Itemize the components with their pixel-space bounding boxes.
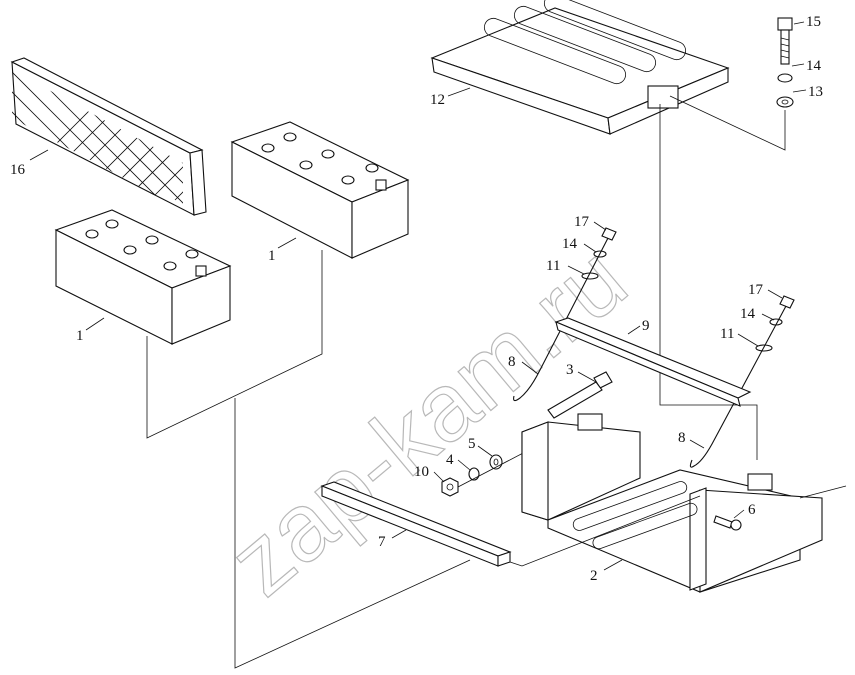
callout-10: 10 xyxy=(414,464,429,480)
part-14-lock-washer-top xyxy=(777,73,793,83)
part-12-cover xyxy=(430,0,730,135)
hold-down-rod-right xyxy=(689,295,795,468)
callout-13: 13 xyxy=(808,84,823,100)
part-7-cross-bar xyxy=(320,481,512,567)
part-13-washer xyxy=(776,96,794,108)
callout-leaders xyxy=(29,21,807,571)
callout-5: 5 xyxy=(468,436,476,452)
part-9-clamp-bar xyxy=(554,317,752,407)
callout-9: 9 xyxy=(642,318,650,334)
part-15-bolt xyxy=(777,17,793,65)
callout-14-top: 14 xyxy=(806,58,822,74)
callout-14-right: 14 xyxy=(740,306,756,322)
battery-drop-line xyxy=(234,398,471,669)
callout-7: 7 xyxy=(378,534,386,550)
part-2-battery-tray xyxy=(521,413,847,593)
callout-1-rear: 1 xyxy=(268,248,276,264)
cross-bar-leader xyxy=(509,495,701,567)
cover-leader-line xyxy=(659,104,758,460)
callout-3: 3 xyxy=(566,362,574,378)
callout-12: 12 xyxy=(430,92,445,108)
part-1-battery-rear xyxy=(230,121,410,259)
callout-11-left: 11 xyxy=(546,258,560,274)
part-3-bolt xyxy=(547,371,613,419)
callout-15: 15 xyxy=(806,14,821,30)
callout-11-right: 11 xyxy=(720,326,734,342)
callout-8-right: 8 xyxy=(678,430,686,446)
battery-leader-line xyxy=(146,250,323,439)
callout-17-left: 17 xyxy=(574,214,590,230)
callout-8-left: 8 xyxy=(508,354,516,370)
cover-bolt-leader xyxy=(669,95,786,151)
callout-14-left: 14 xyxy=(562,236,578,252)
part-1-battery-front xyxy=(54,209,232,345)
callout-6: 6 xyxy=(748,502,756,518)
callout-1-front: 1 xyxy=(76,328,84,344)
hold-down-rod-left xyxy=(513,227,617,402)
callout-17-right: 17 xyxy=(748,282,764,298)
callout-16: 16 xyxy=(10,162,26,178)
part-10-nut xyxy=(441,477,459,497)
part-6-screw xyxy=(713,515,742,531)
callout-4: 4 xyxy=(446,452,454,468)
callout-2: 2 xyxy=(590,568,598,584)
